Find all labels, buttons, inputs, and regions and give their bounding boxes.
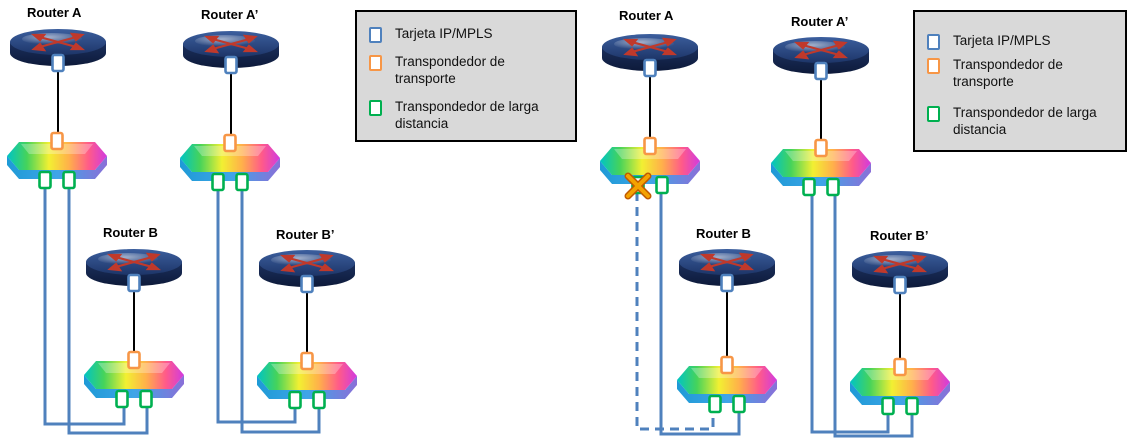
transport-transponder-swatch: [927, 58, 940, 74]
site-a-right-long-haul-transponder-2: [655, 175, 669, 195]
site-b-long-haul-transponder-1: [115, 389, 129, 409]
fiber-a-b-outer: [43, 182, 126, 426]
router-arrows-icon: [30, 32, 86, 52]
site-a-router: [10, 29, 106, 66]
router-b-label: Router B: [103, 225, 158, 240]
router-arrows-icon: [872, 254, 928, 274]
legend-label: Transpondedor de transporte: [395, 54, 505, 86]
site-a-prime-right-ip-mpls-card: [814, 61, 828, 81]
long-haul-transponder-swatch: [927, 106, 940, 122]
router-arrows-icon: [793, 40, 849, 60]
router-b-prime-label: Router B’: [276, 227, 335, 242]
site-b-prime-oxc: [257, 362, 357, 399]
site-a-prime-long-haul-transponder-1: [211, 172, 225, 192]
fiber-ap-bp-outer: [810, 192, 890, 434]
fiber-ap-bp-inner: [240, 182, 321, 434]
site-a-prime-right-long-haul-transponder-1: [802, 177, 816, 197]
site-a-right-ip-mpls-card: [643, 58, 657, 78]
fiber-a-b-failed: [635, 192, 715, 431]
site-b-long-haul-transponder-2: [139, 389, 153, 409]
site-a-prime-right-long-haul-transponder-2: [826, 177, 840, 197]
ip-mpls-card-swatch: [927, 34, 940, 50]
router-b-prime-label-right: Router B’: [870, 228, 929, 243]
legend-item-long-haul: Transpondedor de larga distancia: [369, 98, 545, 132]
fiber-ap-bp-inner: [833, 192, 914, 438]
cross-icon: [624, 172, 652, 200]
site-b-prime-right-long-haul-transponder-2: [905, 396, 919, 416]
legend-box: Tarjeta IP/MPLS Transpondedor de transpo…: [355, 10, 577, 142]
router-a-prime-label: Router A’: [201, 7, 259, 22]
site-a-long-haul-transponder-1: [38, 170, 52, 190]
site-a-prime-right-transport-transponder: [814, 138, 828, 158]
site-a-ip-mpls-card: [51, 53, 65, 73]
legend-label: Transpondedor de larga distancia: [953, 105, 1097, 137]
site-b-right-long-haul-transponder-1: [708, 394, 722, 414]
legend-item-ip-mpls: Tarjeta IP/MPLS: [927, 32, 1123, 50]
router-a-label: Router A: [27, 5, 82, 20]
router-a-prime-label-right: Router A’: [791, 14, 849, 29]
site-b-prime-right-ip-mpls-card: [893, 275, 907, 295]
router-arrows-icon: [699, 252, 755, 272]
site-b-transport-transponder: [127, 350, 141, 370]
legend-item-transport: Transpondedor de transporte: [369, 53, 545, 87]
router-arrows-icon: [622, 37, 678, 57]
site-b-prime-right-oxc: [850, 368, 950, 405]
site-b-right-long-haul-transponder-2: [732, 394, 746, 414]
router-arrows-icon: [106, 252, 162, 272]
legend-item-long-haul: Transpondedor de larga distancia: [927, 104, 1103, 138]
site-a-prime-transport-transponder: [223, 133, 237, 153]
site-a-transport-transponder: [50, 131, 64, 151]
long-haul-transponder-swatch: [369, 100, 382, 116]
fiber-ap-bp-outer: [216, 182, 297, 424]
legend-label: Transpondedor de larga distancia: [395, 99, 539, 131]
legend-item-ip-mpls: Tarjeta IP/MPLS: [369, 25, 570, 43]
legend-box-right: Tarjeta IP/MPLS Transpondedor de transpo…: [913, 10, 1127, 152]
site-a-prime-ip-mpls-card: [224, 55, 238, 75]
transport-transponder-swatch: [369, 55, 382, 71]
site-a-right-transport-transponder: [643, 136, 657, 156]
site-b-prime-long-haul-transponder-2: [312, 390, 326, 410]
site-b-ip-mpls-card: [127, 273, 141, 293]
site-a-prime-long-haul-transponder-2: [235, 172, 249, 192]
legend-label: Tarjeta IP/MPLS: [953, 33, 1051, 48]
fiber-a-b-working: [659, 192, 741, 436]
legend-label: Transpondedor de transporte: [953, 57, 1063, 89]
router-arrows-icon: [203, 34, 259, 54]
legend-label: Tarjeta IP/MPLS: [395, 26, 493, 41]
site-b-right-ip-mpls-card: [720, 273, 734, 293]
site-b-prime-right-transport-transponder: [893, 357, 907, 377]
site-b-prime-ip-mpls-card: [300, 274, 314, 294]
legend-item-transport: Transpondedor de transporte: [927, 56, 1103, 90]
ip-mpls-card-swatch: [369, 27, 382, 43]
site-b-prime-transport-transponder: [300, 351, 314, 371]
fiber-a-b-inner: [67, 182, 149, 435]
site-b-prime-long-haul-transponder-1: [288, 390, 302, 410]
site-b-prime-right-long-haul-transponder-1: [881, 396, 895, 416]
site-a-long-haul-transponder-2: [62, 170, 76, 190]
site-b-right-transport-transponder: [720, 355, 734, 375]
router-arrows-icon: [279, 253, 335, 273]
router-b-label-right: Router B: [696, 226, 751, 241]
router-a-label-right: Router A: [619, 8, 674, 23]
